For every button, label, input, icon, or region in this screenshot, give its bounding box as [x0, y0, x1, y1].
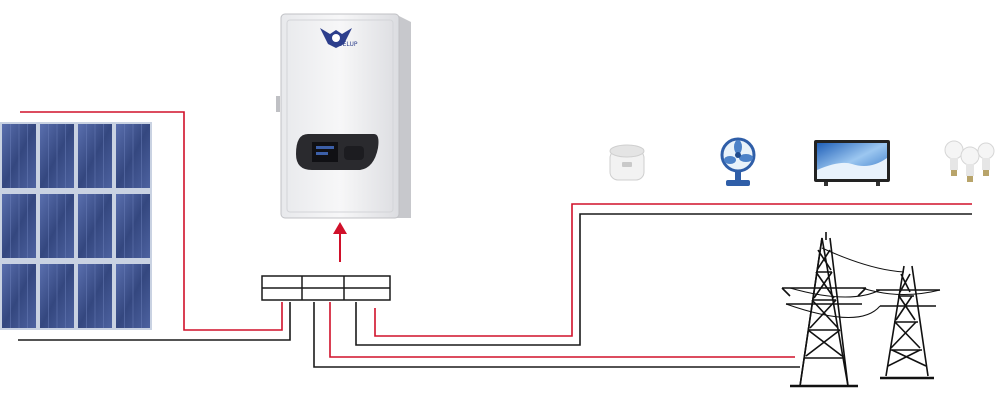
inverter: DELUP — [276, 13, 411, 219]
solar-panel-array — [0, 122, 152, 330]
load-live-wire — [374, 203, 972, 337]
bulbs-icon — [944, 140, 995, 182]
transmission-tower-icon — [781, 232, 941, 388]
arrow-up-icon — [333, 222, 347, 262]
brand-name: DELUP — [338, 41, 358, 48]
brand-logo: DELUP — [320, 28, 358, 48]
fan-icon — [720, 137, 756, 186]
wiring — [18, 111, 972, 368]
grid-neutral-wire — [313, 302, 800, 368]
rice-cooker-icon — [609, 144, 645, 181]
grid-live-wire — [329, 302, 795, 358]
solar-neutral-wire — [18, 302, 291, 341]
distribution-box — [261, 275, 391, 301]
solar-live-wire — [20, 111, 283, 331]
inverter-display — [296, 134, 379, 170]
load-neutral-wire — [355, 213, 972, 346]
tv-icon — [814, 140, 890, 186]
